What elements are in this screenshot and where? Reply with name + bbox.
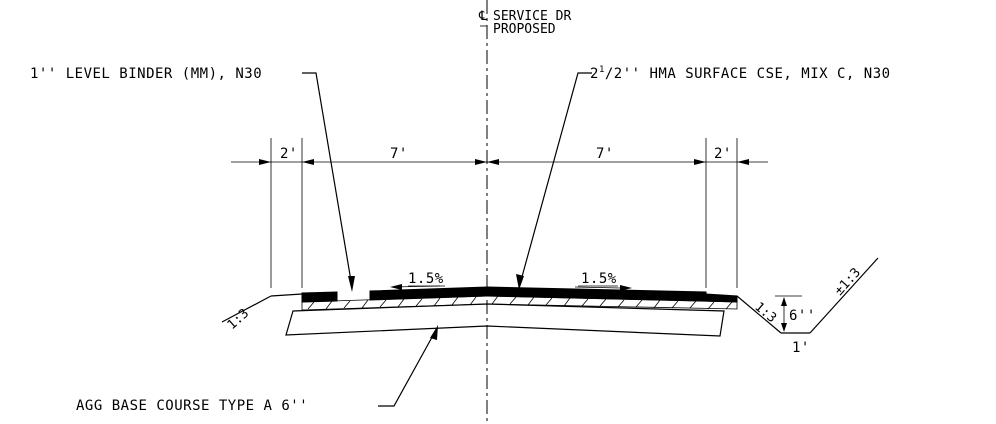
ditch-depth-label: 6'' <box>789 308 816 324</box>
left-foreslope-label: 1:3 <box>225 306 252 333</box>
right-slope-arrow-shaft <box>574 286 621 289</box>
right-foreslope-label: 1:3 <box>751 300 779 327</box>
dim-right-lane: 7' <box>596 146 614 162</box>
right-lane-slope-label: 1.5% <box>581 271 617 287</box>
level-binder-note: 1'' LEVEL BINDER (MM), N30 <box>30 66 262 82</box>
dim-left-shoulder: 2' <box>280 146 298 162</box>
level-binder-leader <box>302 72 353 288</box>
aggregate-base <box>285 303 725 337</box>
centerline-symbol: ℄ <box>478 9 488 24</box>
level-binder-arrowhead <box>348 276 355 292</box>
right-slope-arrowhead <box>620 285 632 291</box>
hma-leader <box>519 72 592 285</box>
left-lane-slope-label: 1.5% <box>408 271 444 287</box>
backslope-label: ±1:3 <box>832 265 864 298</box>
level-binder-layer <box>301 295 738 311</box>
ditch-depth-arrow-top <box>781 297 787 306</box>
binder-hatch <box>307 295 733 310</box>
centerline-label-line2: PROPOSED <box>493 22 556 37</box>
aggregate-base-note: AGG BASE COURSE TYPE A 6'' <box>76 398 308 414</box>
dim-arrow-4 <box>487 159 499 165</box>
ditch-depth-arrow-bottom <box>781 323 787 332</box>
dim-left-lane: 7' <box>390 146 408 162</box>
left-shoulder-pavement <box>301 291 338 303</box>
left-foreslope <box>221 295 272 323</box>
dim-arrow-2 <box>302 159 314 165</box>
hma-arrowhead <box>516 274 524 290</box>
centerline-label-line1: SERVICE DR <box>493 9 571 24</box>
left-shoulder-edge <box>270 293 303 297</box>
hma-note-main: 21/2'' HMA SURFACE CSE, MIX C, N30 <box>590 65 891 82</box>
right-shoulder-pavement <box>705 293 738 303</box>
aggregate-base-arrowhead <box>430 325 438 340</box>
right-foreslope <box>736 295 782 334</box>
aggregate-base-leader <box>378 329 437 407</box>
dim-arrow-3 <box>475 159 487 165</box>
ditch-bottom-label: 1' <box>792 340 810 356</box>
dim-arrow-6 <box>737 159 749 165</box>
dim-arrow-1 <box>259 159 271 165</box>
left-slope-arrowhead <box>390 284 402 290</box>
dim-right-shoulder: 2' <box>714 146 732 162</box>
backslope <box>809 257 879 334</box>
dim-arrow-5 <box>694 159 706 165</box>
